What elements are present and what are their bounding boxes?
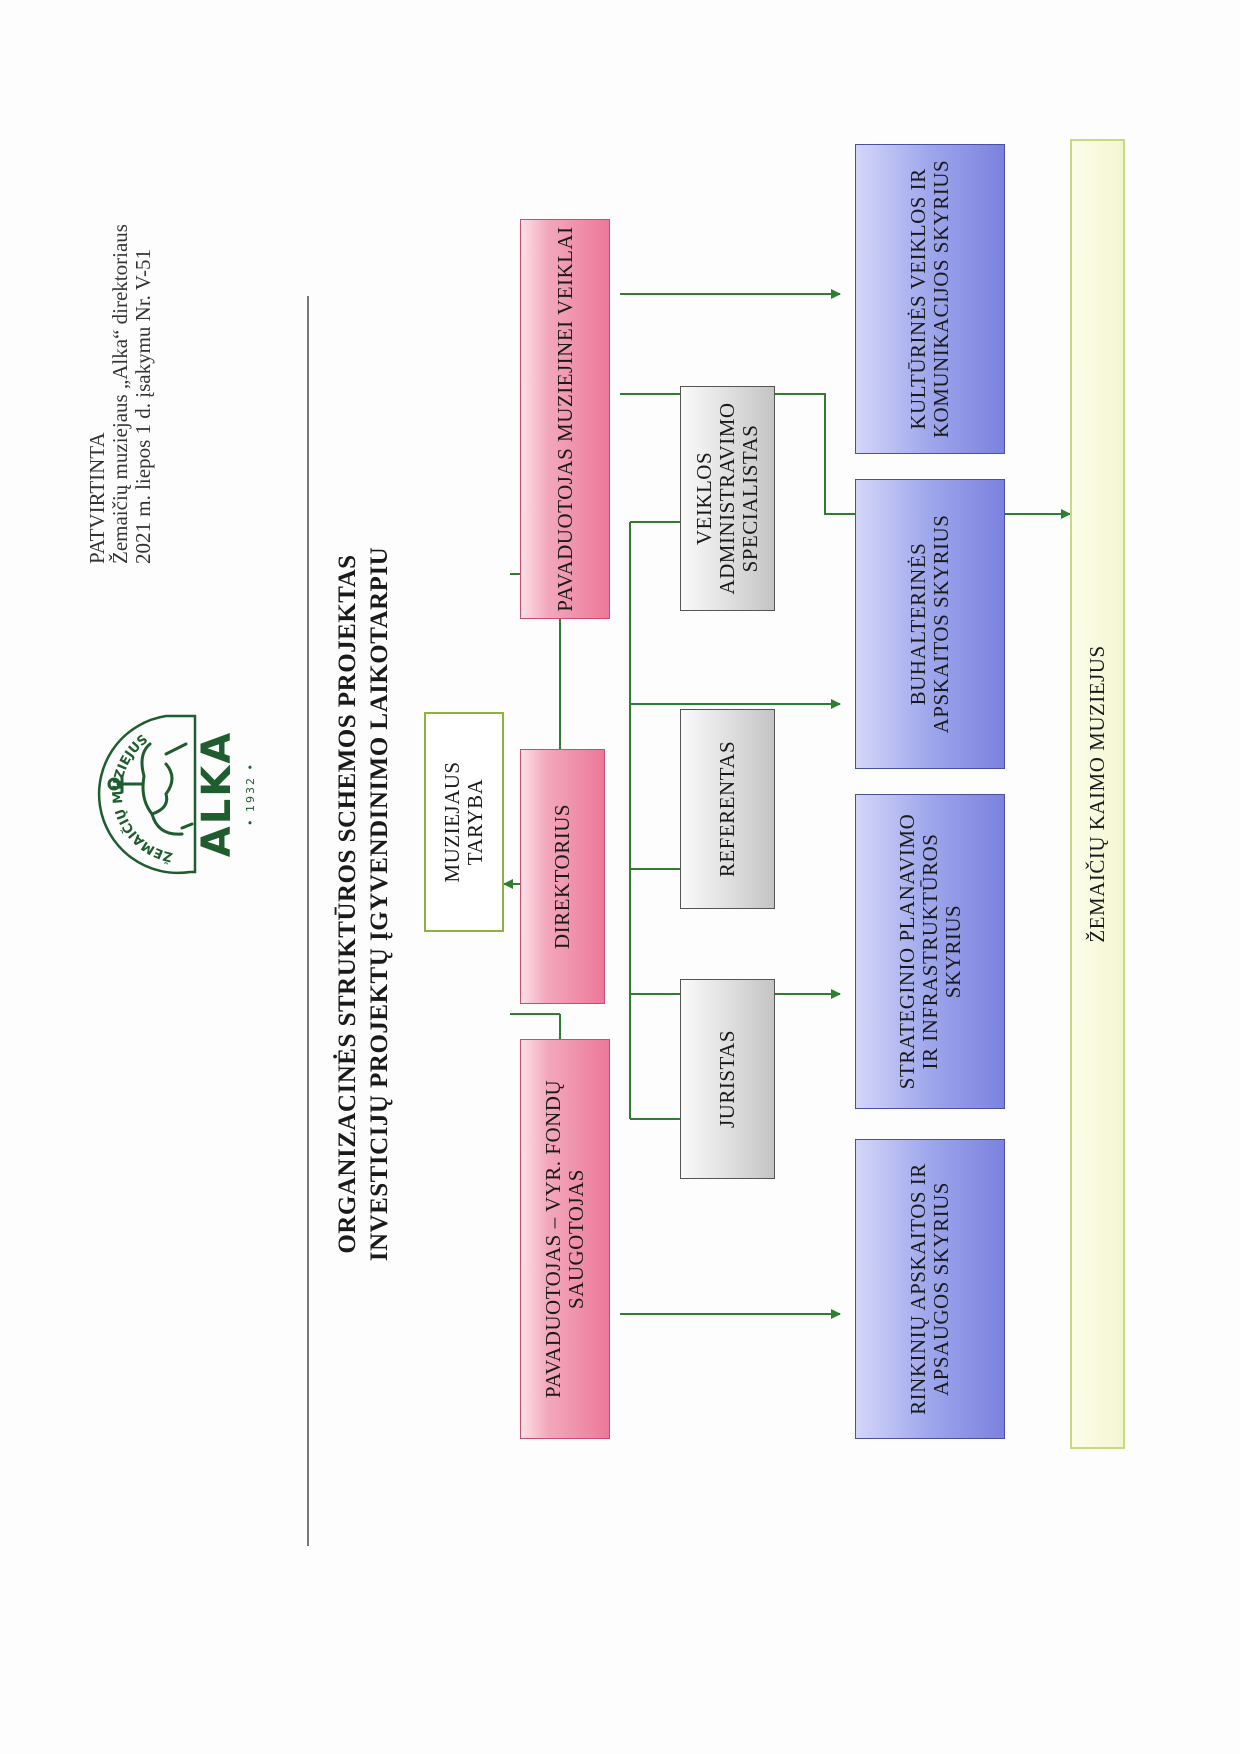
cultural-communication-department-label: KULTŪRINĖS VEIKLOS IR KOMUNIKACIJOS SKYR… — [906, 159, 953, 439]
museum-council-label: MUZIEJAUS TARYBA — [440, 761, 487, 883]
lawyer-label: JURISTAS — [715, 1030, 739, 1129]
lawyer-box: JURISTAS — [680, 979, 775, 1179]
logo-graphic: ŽEMAIČIŲ MUZIEJUS ALKA • 1932 • — [97, 714, 257, 875]
referent-box: REFERENTAS — [680, 709, 775, 909]
accounting-department-label: BUHALTERINĖS APSKAITOS SKYRIUS — [906, 514, 953, 734]
strategic-planning-department-box: STRATEGINIO PLANAVIMO IR INFRASTRUKTŪROS… — [855, 794, 1005, 1109]
deputy-funds-keeper-box: PAVADUOTOJAS – VYR. FONDŲ SAUGOTOJAS — [520, 1039, 610, 1439]
director-label: DIREKTORIUS — [550, 803, 574, 950]
accounting-department-box: BUHALTERINĖS APSKAITOS SKYRIUS — [855, 479, 1005, 769]
referent-label: REFERENTAS — [715, 740, 739, 878]
logo-year: • 1932 • — [244, 762, 257, 826]
collections-department-label: RINKINIŲ APSKAITOS IR APSAUGOS SKYRIUS — [906, 1163, 953, 1415]
figure-icon — [107, 742, 194, 836]
deputy-museum-activity-label: PAVADUOTOJAS MUZIEJINEI VEIKLAI — [552, 226, 577, 612]
strategic-planning-department-label: STRATEGINIO PLANAVIMO IR INFRASTRUKTŪROS… — [894, 813, 965, 1090]
logo-brand: ALKA — [194, 731, 240, 857]
village-museum-label: ŽEMAIČIŲ KAIMO MUZIEJUS — [1085, 645, 1109, 943]
admin-specialist-label: VEIKLOS ADMINISTRAVIMO SPECIALISTAS — [692, 402, 762, 595]
cultural-communication-department-box: KULTŪRINĖS VEIKLOS IR KOMUNIKACIJOS SKYR… — [855, 144, 1005, 454]
deputy-museum-activity-box: PAVADUOTOJAS MUZIEJINEI VEIKLAI — [520, 219, 610, 619]
collections-department-box: RINKINIŲ APSKAITOS IR APSAUGOS SKYRIUS — [855, 1139, 1005, 1439]
admin-specialist-box: VEIKLOS ADMINISTRAVIMO SPECIALISTAS — [680, 386, 775, 611]
director-box: DIREKTORIUS — [520, 749, 605, 1004]
village-museum-box: ŽEMAIČIŲ KAIMO MUZIEJUS — [1070, 139, 1125, 1449]
deputy-funds-keeper-label: PAVADUOTOJAS – VYR. FONDŲ SAUGOTOJAS — [541, 1079, 588, 1399]
museum-council-box: MUZIEJAUS TARYBA — [424, 712, 504, 932]
logo-arch — [97, 714, 197, 875]
museum-logo: ŽEMAIČIŲ MUZIEJUS ALKA • 1932 • — [70, 694, 265, 894]
